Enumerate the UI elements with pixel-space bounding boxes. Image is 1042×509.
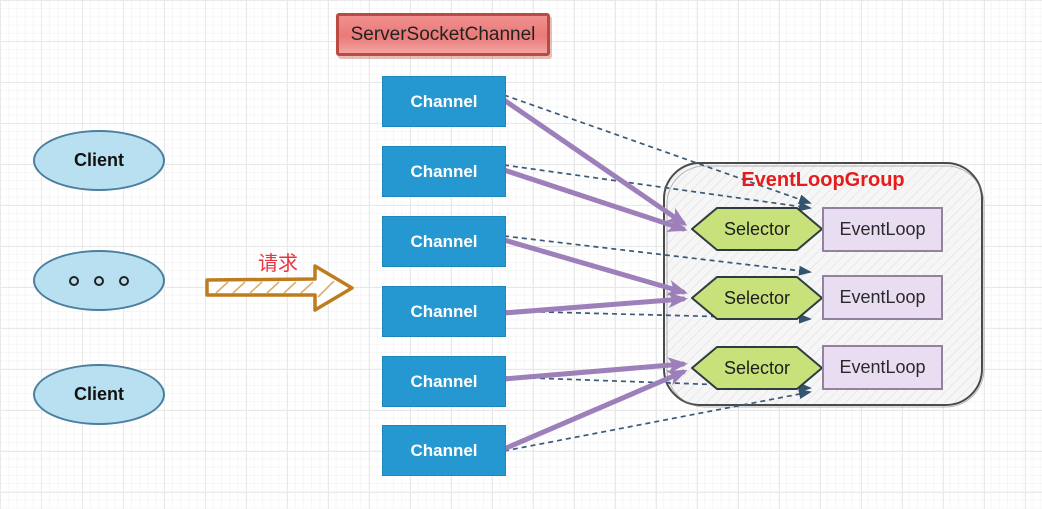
channel-label: Channel	[410, 91, 478, 111]
client-label: Client	[73, 150, 124, 170]
channel-label: Channel	[410, 161, 478, 181]
channel-box-3: Channel	[382, 216, 506, 267]
selector-label-2: Selector	[723, 288, 791, 308]
event-loop-box-2: EventLoop	[822, 275, 943, 320]
client-ellipse-bottom: Client	[33, 364, 165, 425]
client-ellipse-more	[33, 250, 165, 311]
channel-box-6: Channel	[382, 425, 506, 476]
event-loop-box-3: EventLoop	[822, 345, 943, 390]
dot	[119, 275, 129, 286]
event-loop-label: EventLoop	[839, 219, 926, 239]
client-ellipse-top: Client	[33, 130, 165, 191]
selector-label-1: Selector	[723, 219, 791, 239]
dot	[69, 275, 79, 286]
channel-box-4: Channel	[382, 286, 506, 337]
event-loop-group-title: EventLoopGroup	[741, 169, 905, 191]
request-label: 请求	[258, 253, 298, 275]
purple-arrows-channel-to-selector	[501, 97, 688, 452]
channel-label: Channel	[410, 371, 478, 391]
dot	[94, 275, 104, 286]
channel-box-1: Channel	[382, 76, 506, 127]
event-loop-label: EventLoop	[839, 287, 926, 307]
server-socket-channel-box: ServerSocketChannel	[336, 13, 550, 56]
selector-label-3: Selector	[723, 358, 791, 378]
channel-label: Channel	[410, 301, 478, 321]
ellipsis-dots	[69, 275, 129, 286]
channel-label: Channel	[410, 231, 478, 251]
client-label: Client	[73, 384, 124, 404]
channel-box-5: Channel	[382, 356, 506, 407]
server-socket-channel-label: ServerSocketChannel	[350, 23, 536, 45]
event-loop-box-1: EventLoop	[822, 207, 943, 252]
event-loop-label: EventLoop	[839, 357, 926, 377]
channel-box-2: Channel	[382, 146, 506, 197]
request-block-arrow	[205, 264, 354, 312]
channel-label: Channel	[410, 440, 478, 460]
